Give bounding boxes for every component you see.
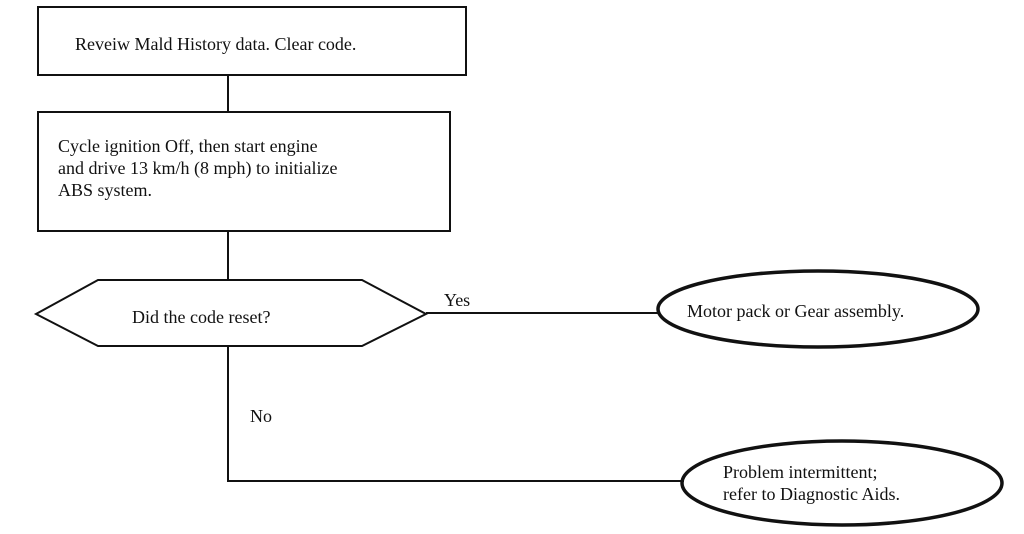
- decision-text: Did the code reset?: [132, 307, 271, 327]
- result-yes-text: Motor pack or Gear assembly.: [687, 301, 905, 321]
- yes-label: Yes: [444, 290, 471, 310]
- step1-box: [37, 6, 467, 76]
- result-yes-oval: [656, 269, 980, 349]
- result-no-text: Problem intermittent; refer to Diagnosti…: [723, 462, 900, 504]
- connector-no: [227, 346, 684, 482]
- step2-box: [37, 111, 451, 232]
- result-no-oval: [680, 439, 1004, 527]
- step2-text: Cycle ignition Off, then start engine an…: [58, 136, 338, 200]
- no-label: No: [250, 406, 272, 426]
- step1-text: Reveiw Mald History data. Clear code.: [75, 34, 357, 54]
